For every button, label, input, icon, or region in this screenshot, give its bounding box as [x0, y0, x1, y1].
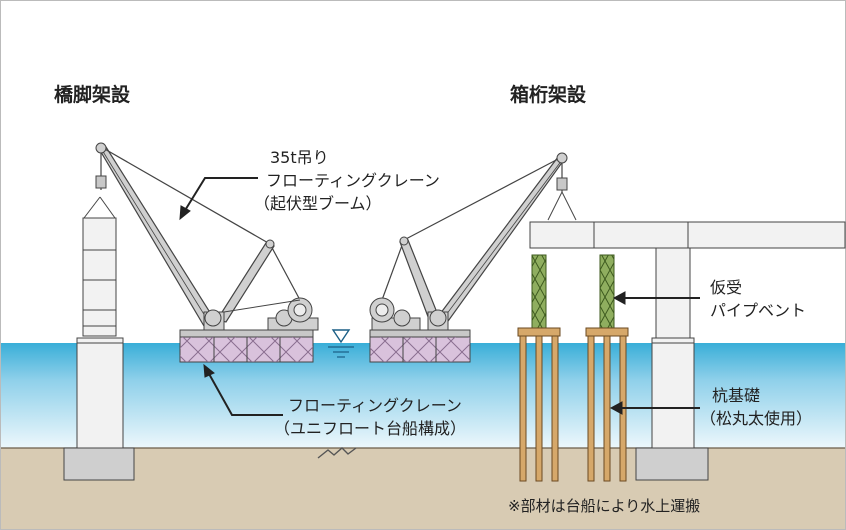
pipe-bents	[531, 254, 615, 331]
label-pile-line2: （松丸太使用）	[700, 409, 812, 428]
left-floating-crane	[95, 142, 319, 363]
label-barge-config: （ユニフロート台船構成）	[274, 419, 466, 438]
water-level-mark	[328, 329, 354, 358]
label-bent-line1: 仮受	[710, 278, 742, 297]
title-girder-erection: 箱桁架設	[510, 83, 587, 106]
left-pier	[63, 196, 135, 481]
label-crane-name: フローティングクレーン	[266, 171, 440, 190]
right-pier	[635, 247, 709, 481]
label-pile-line1: 杭基礎	[712, 386, 760, 405]
label-bent-line2: パイプベント	[710, 301, 806, 320]
riverbed-mark	[317, 447, 357, 459]
label-barge-name: フローティングクレーン	[288, 396, 462, 415]
footnote: ※部材は台船により水上運搬	[508, 497, 700, 515]
title-pier-erection: 橋脚架設	[54, 83, 131, 106]
annotation-arrows	[179, 177, 700, 416]
label-crane-boom: （起伏型ブーム）	[254, 194, 382, 213]
box-girder	[529, 221, 846, 249]
label-crane-capacity: 35t吊り	[270, 148, 329, 167]
right-floating-crane	[369, 152, 577, 363]
